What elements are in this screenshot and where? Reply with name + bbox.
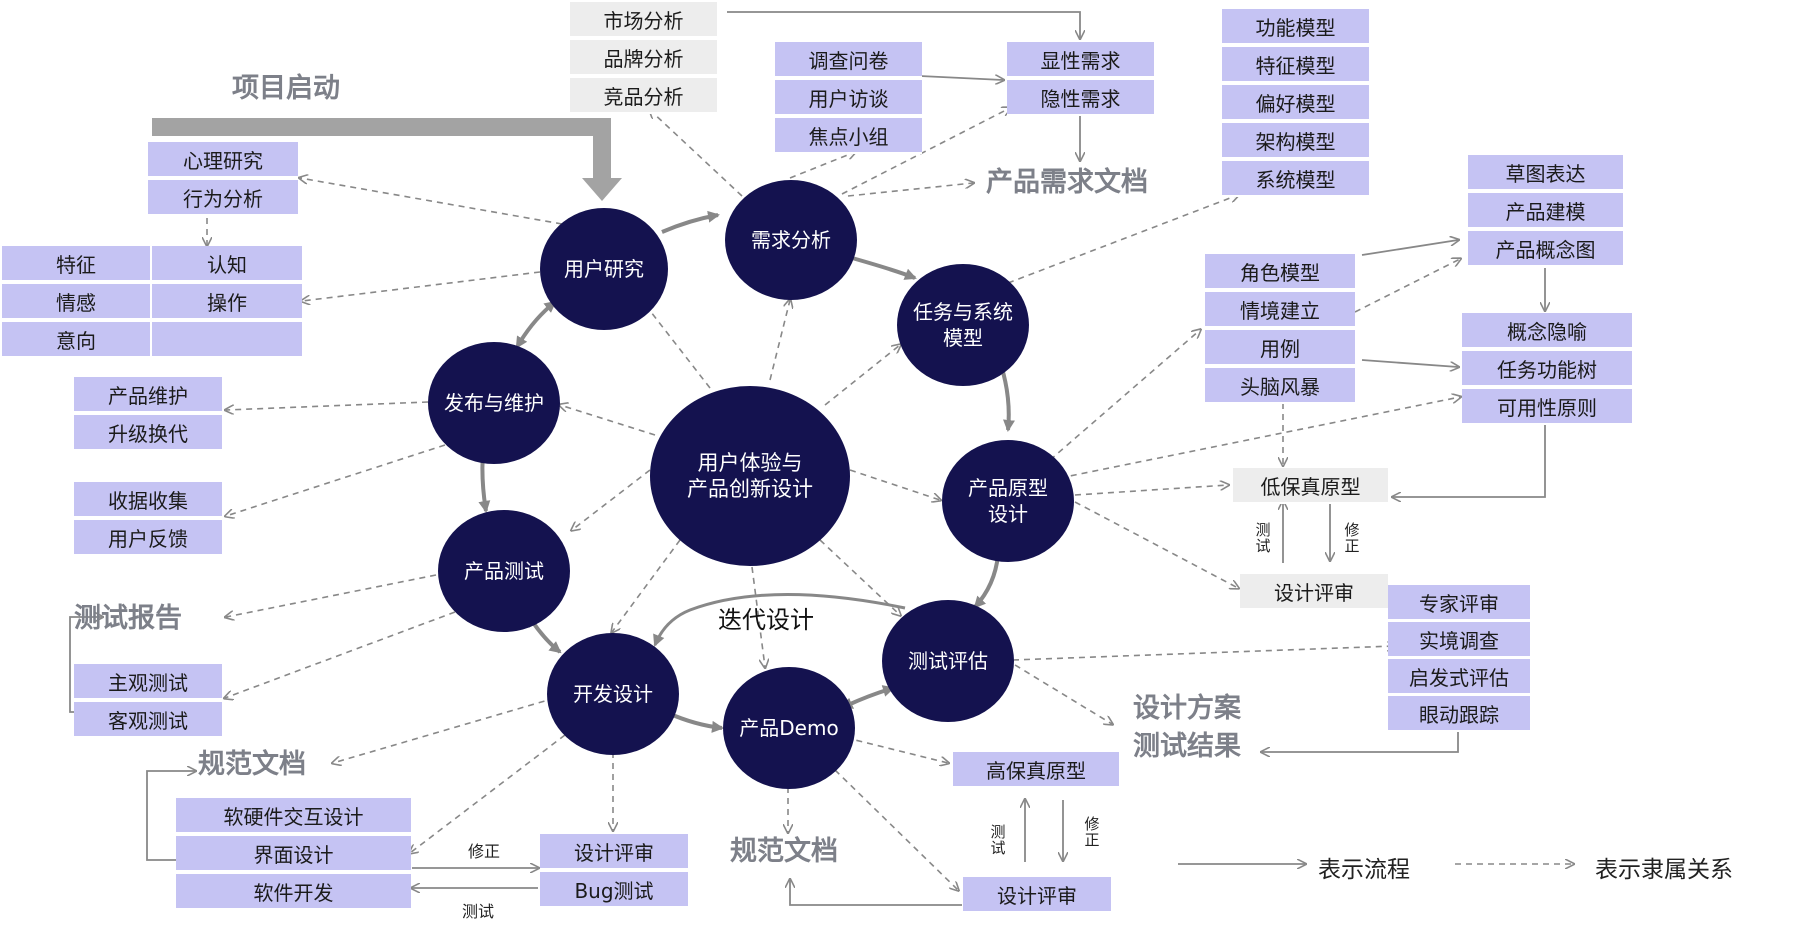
box-brainstorm: 头脑风暴: [1205, 368, 1355, 404]
box-feature-model: 特征模型: [1222, 47, 1369, 83]
iteration-curve: [653, 592, 906, 647]
box-concept-metaphor: 概念隐喻: [1462, 313, 1632, 349]
box-implicit-needs: 隐性需求: [1007, 80, 1154, 116]
box-usability-principles: 可用性原则: [1462, 389, 1632, 425]
heading-design-plan: 设计方案: [1133, 693, 1241, 724]
box-design-review-right: 设计评审: [1240, 574, 1388, 610]
circle-requirement-analysis[interactable]: 需求分析: [725, 180, 857, 300]
heading-project-start: 项目启动: [232, 73, 340, 104]
heading-spec-doc-bottom: 规范文档: [730, 836, 838, 867]
box-low-fi-prototype: 低保真原型: [1233, 468, 1388, 504]
subordinate-relations: [207, 108, 1573, 890]
legend-flow-text: 表示流程: [1318, 857, 1410, 883]
iteration-label: 迭代设计: [718, 606, 814, 634]
heading-spec-doc-left: 规范文档: [198, 749, 306, 780]
circle-label: 发布与维护: [444, 391, 544, 415]
box-architecture-model: 架构模型: [1222, 123, 1369, 159]
box-objective-test: 客观测试: [74, 702, 222, 738]
box-questionnaire: 调查问卷: [775, 42, 922, 78]
box-data-collection: 收据收集: [74, 482, 222, 518]
circle-label: 测试评估: [908, 649, 988, 673]
box-cognition: 认知: [152, 246, 302, 282]
label-test-left: 测试: [462, 902, 495, 921]
box-sketch: 草图表达: [1468, 155, 1623, 191]
box-high-fi-prototype: 高保真原型: [953, 752, 1119, 788]
box-brand-analysis: 品牌分析: [570, 40, 717, 76]
circle-label: 任务与系统 模型: [913, 300, 1013, 350]
box-market-analysis: 市场分析: [570, 2, 717, 38]
box-ui-design: 界面设计: [176, 836, 411, 872]
box-expert-review: 专家评审: [1388, 585, 1530, 621]
circle-product-demo[interactable]: 产品Demo: [723, 667, 855, 789]
circle-product-testing[interactable]: 产品测试: [438, 510, 570, 632]
box-eye-tracking: 眼动跟踪: [1388, 696, 1530, 732]
heading-test-results: 测试结果: [1133, 731, 1241, 762]
box-role-model: 角色模型: [1205, 254, 1355, 290]
circle-user-research[interactable]: 用户研究: [540, 208, 668, 330]
label-fix-vertical-right: 修正: [1344, 521, 1360, 555]
circle-label: 开发设计: [573, 682, 653, 706]
box-operation: 操作: [152, 284, 302, 320]
box-psychology-research: 心理研究: [148, 142, 298, 178]
box-design-review-bottom: 设计评审: [540, 834, 688, 870]
box-product-maintenance: 产品维护: [74, 377, 222, 413]
box-subjective-test: 主观测试: [74, 664, 222, 700]
circle-release-maintenance[interactable]: 发布与维护: [428, 342, 560, 464]
flow-relations: [69, 11, 1545, 906]
box-heuristic-eval: 启发式评估: [1388, 659, 1530, 695]
box-use-case: 用例: [1205, 330, 1355, 366]
box-competitor-analysis: 竞品分析: [570, 78, 717, 114]
box-intention: 意向: [2, 322, 150, 358]
box-user-feedback: 用户反馈: [74, 520, 222, 556]
heading-test-report: 测试报告: [74, 603, 182, 634]
label-test-vertical-bottom: 测试: [990, 823, 1006, 857]
circle-prototype-design[interactable]: 产品原型 设计: [942, 440, 1074, 562]
circle-label: 产品测试: [464, 559, 544, 583]
box-preference-model: 偏好模型: [1222, 85, 1369, 121]
box-scenario: 情境建立: [1205, 292, 1355, 328]
box-software-dev: 软件开发: [176, 874, 411, 910]
box-upgrade: 升级换代: [74, 415, 222, 451]
box-user-interview: 用户访谈: [775, 80, 922, 116]
center-label: 用户体验与 产品创新设计: [687, 451, 813, 501]
center-circle: 用户体验与 产品创新设计: [650, 386, 850, 566]
label-test-vertical-right: 测试: [1255, 521, 1271, 555]
project-start-arrow: [152, 118, 622, 201]
circle-label: 需求分析: [751, 228, 831, 252]
box-trait: 特征: [2, 246, 150, 282]
box-bug-test: Bug测试: [540, 872, 688, 908]
label-fix-left: 修正: [468, 842, 501, 861]
box-field-survey: 实境调查: [1388, 622, 1530, 658]
circle-label: 用户研究: [564, 257, 644, 281]
box-product-modeling: 产品建模: [1468, 193, 1623, 229]
box-system-model: 系统模型: [1222, 161, 1369, 197]
legend-subordinate-text: 表示隶属关系: [1595, 857, 1733, 883]
box-function-model: 功能模型: [1222, 9, 1369, 45]
box-behavior-analysis: 行为分析: [148, 180, 298, 216]
circle-label: 产品Demo: [739, 716, 839, 740]
box-design-review-demo: 设计评审: [963, 877, 1111, 913]
box-product-concept-map: 产品概念图: [1468, 231, 1623, 267]
box-empty-cell: [152, 322, 302, 358]
box-task-function-tree: 任务功能树: [1462, 351, 1632, 387]
circle-development-design[interactable]: 开发设计: [547, 633, 679, 755]
circle-test-evaluation[interactable]: 测试评估: [882, 600, 1014, 722]
circle-task-system-model[interactable]: 任务与系统 模型: [897, 264, 1029, 386]
box-explicit-needs: 显性需求: [1007, 42, 1154, 78]
circle-label: 产品原型 设计: [968, 476, 1048, 526]
label-fix-vertical-bottom: 修正: [1084, 815, 1100, 849]
box-focus-group: 焦点小组: [775, 118, 922, 154]
box-emotion: 情感: [2, 284, 150, 320]
box-hw-sw-interaction: 软硬件交互设计: [176, 798, 411, 834]
heading-product-requirement-doc: 产品需求文档: [986, 167, 1148, 198]
